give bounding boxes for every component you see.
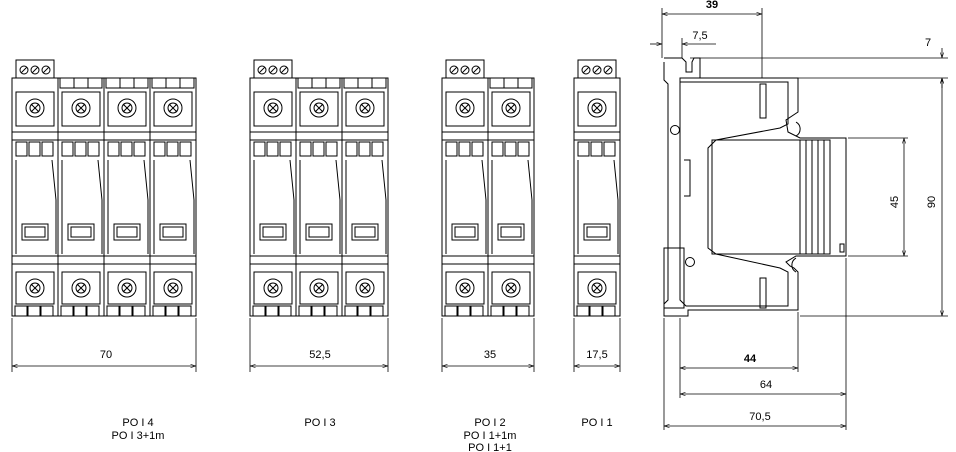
clip-foot — [663, 247, 685, 309]
module-1 — [295, 77, 343, 317]
latch-top — [795, 121, 801, 137]
housing-outline — [663, 62, 847, 317]
inner-outline — [679, 80, 789, 307]
dim-44: 44 — [744, 353, 757, 365]
module-1 — [57, 77, 105, 317]
front-view-poi4 — [11, 59, 197, 372]
width-label-poi2: 35 — [484, 349, 496, 361]
dim-45: 45 — [889, 196, 901, 208]
front-view-poi1 — [573, 59, 621, 372]
width-label-poi4: 70 — [100, 349, 112, 361]
dim-64: 64 — [760, 379, 772, 391]
slot-bottom — [759, 277, 767, 309]
dim-39: 39 — [706, 0, 718, 11]
dim-70-5: 70,5 — [749, 411, 770, 423]
caption-poi2-line2: PO I 1+1m — [464, 430, 517, 442]
module-0 — [11, 59, 59, 317]
side-screw-top — [670, 125, 680, 135]
module-2 — [341, 77, 389, 317]
side-screw-bottom — [685, 257, 695, 267]
side-dimensions — [650, 8, 948, 430]
caption-poi2-line1: PO I 2 — [474, 417, 505, 429]
module-0 — [249, 59, 297, 317]
dim-7: 7 — [925, 37, 931, 49]
latch-bottom — [791, 257, 797, 273]
plug-ribs — [799, 140, 825, 254]
plug-indicator — [839, 243, 845, 253]
plug-body — [711, 139, 831, 255]
caption-poi3-line1: PO I 3 — [304, 417, 335, 429]
dim-7-5: 7,5 — [692, 30, 707, 42]
caption-poi4-line1: PO I 4 — [122, 417, 153, 429]
din-clip-top — [664, 57, 701, 78]
width-label-poi3: 52,5 — [309, 349, 330, 361]
plug-cap — [830, 137, 847, 257]
front-view-poi2 — [441, 59, 535, 372]
module-3 — [149, 77, 197, 317]
front-view-poi3 — [249, 59, 389, 372]
caption-poi2-line3: PO I 1+1 — [468, 442, 512, 452]
clip-notch — [684, 159, 691, 197]
module-1 — [487, 77, 535, 317]
dim-90: 90 — [926, 196, 938, 208]
width-label-poi1: 17,5 — [586, 349, 607, 361]
module-2 — [103, 77, 151, 317]
side-view — [663, 57, 847, 317]
caption-poi4-line2: PO I 3+1m — [112, 430, 165, 442]
module-0 — [573, 59, 621, 317]
module-0 — [441, 59, 489, 317]
slot-top — [759, 83, 767, 119]
caption-poi1-line1: PO I 1 — [581, 417, 612, 429]
